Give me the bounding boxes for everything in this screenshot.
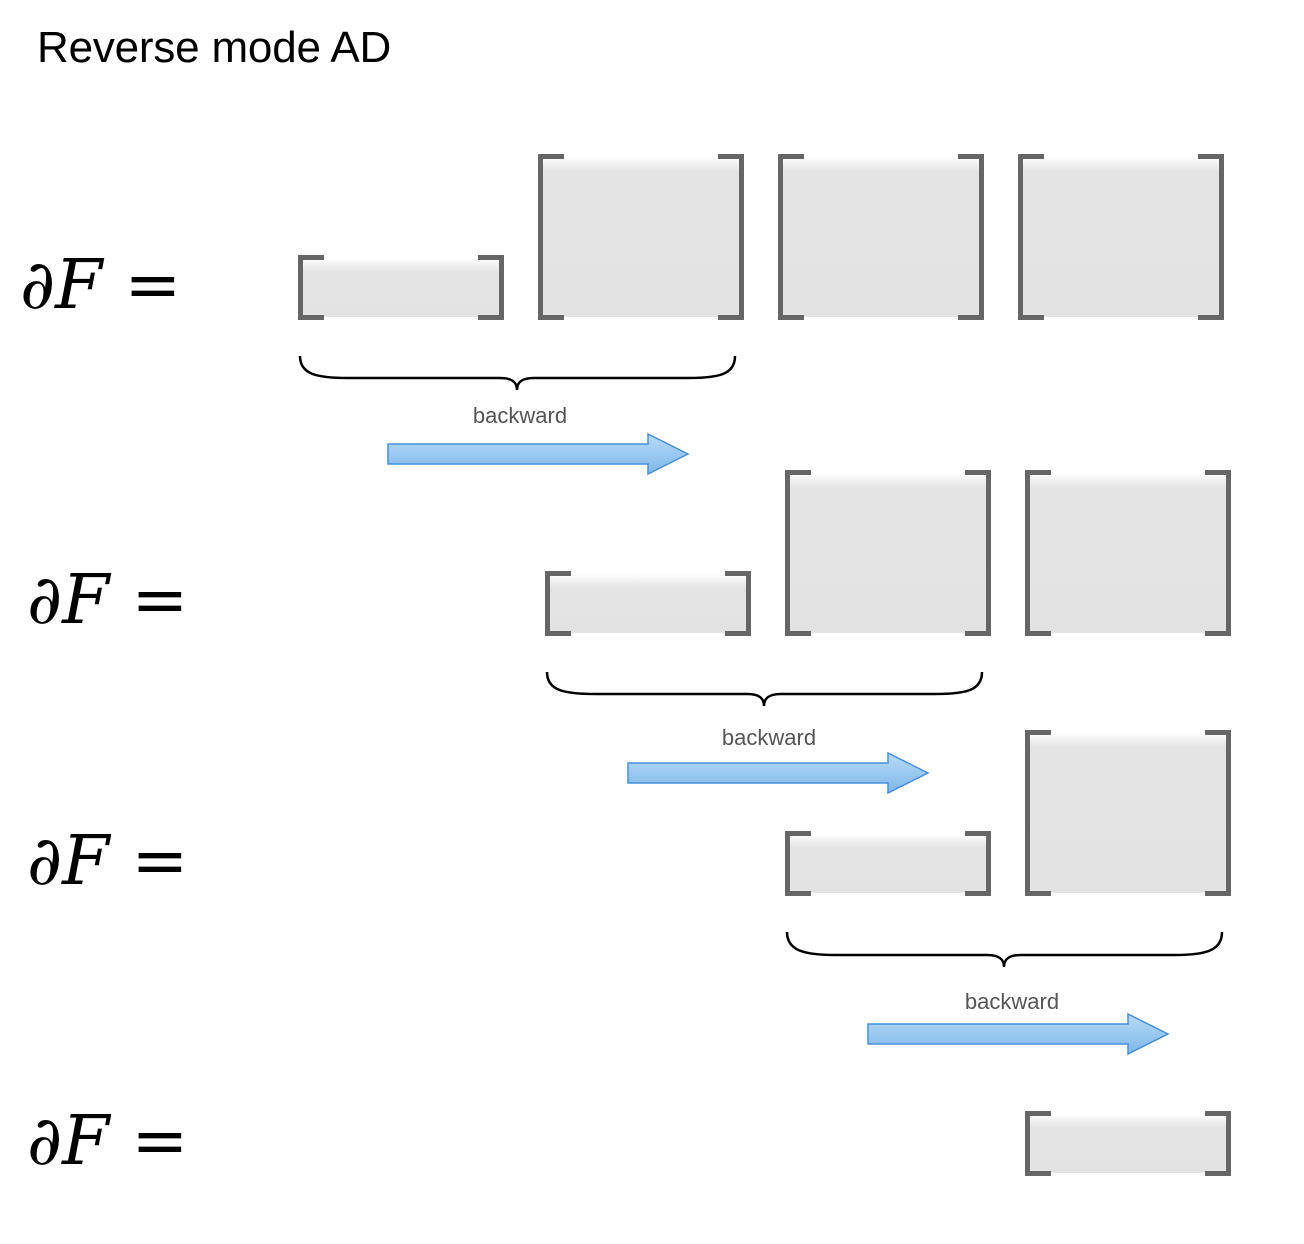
backward-label: backward (964, 989, 1060, 1014)
equation-row-2: ∂F= (27, 567, 188, 635)
backward-arrow-icon (867, 1012, 1170, 1056)
backward-label: backward (472, 403, 568, 428)
partial-symbol: ∂ (20, 246, 56, 325)
equals-sign: = (131, 1102, 189, 1181)
row-vector-block (298, 255, 504, 320)
equation-row-4: ∂F= (27, 1108, 188, 1176)
backward-label: backward (721, 725, 817, 750)
matrix-block (785, 470, 991, 636)
partial-symbol: ∂ (27, 1102, 63, 1181)
equation-row-3: ∂F= (27, 828, 188, 896)
matrix-block (1025, 730, 1231, 896)
equation-variable: F (62, 1102, 110, 1181)
equation-row-1: ∂F= (20, 252, 181, 320)
matrix-block (1018, 154, 1224, 320)
brace-icon (785, 931, 1224, 968)
equals-sign: = (131, 561, 189, 640)
partial-symbol: ∂ (27, 822, 63, 901)
brace-icon (545, 671, 984, 707)
row-vector-block (545, 571, 751, 636)
row-vector-block (785, 831, 991, 896)
row-vector-block (1025, 1111, 1231, 1176)
matrix-block (778, 154, 984, 320)
brace-icon (298, 355, 737, 391)
matrix-block (538, 154, 744, 320)
equation-variable: F (62, 561, 110, 640)
diagram-title: Reverse mode AD (37, 23, 392, 72)
equation-variable: F (55, 246, 103, 325)
backward-arrow-icon (627, 751, 930, 795)
matrix-block (1025, 470, 1231, 636)
equation-variable: F (62, 822, 110, 901)
equals-sign: = (131, 822, 189, 901)
backward-arrow-icon (387, 432, 690, 476)
partial-symbol: ∂ (27, 561, 63, 640)
equals-sign: = (124, 246, 182, 325)
